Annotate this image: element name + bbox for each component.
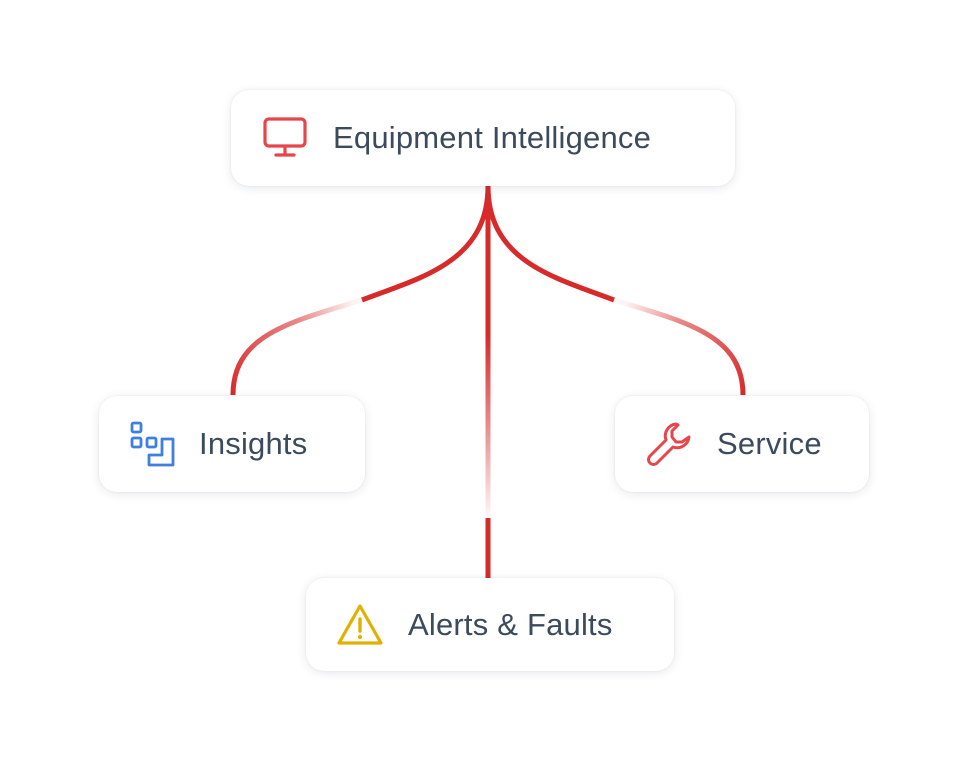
node-label: Insights: [199, 426, 308, 461]
warning-triangle-icon: [336, 601, 384, 649]
node-label: Equipment Intelligence: [333, 120, 652, 155]
node-insights[interactable]: Insights: [99, 396, 365, 492]
node-service[interactable]: Service: [615, 396, 869, 492]
wrench-icon: [645, 420, 693, 468]
node-label: Service: [717, 426, 822, 461]
node-equipment-intelligence[interactable]: Equipment Intelligence: [231, 90, 735, 186]
connector-root-to-insights: [361, 185, 491, 303]
connector-root-to-service: [485, 185, 615, 303]
steps-blocks-icon: [129, 420, 177, 468]
connector-root-to-service-fade: [613, 297, 746, 396]
node-label: Alerts & Faults: [408, 606, 613, 642]
monitor-icon: [261, 114, 309, 162]
connector-root-to-insights-fade: [230, 297, 363, 396]
node-alerts-faults[interactable]: Alerts & Faults: [306, 578, 674, 671]
